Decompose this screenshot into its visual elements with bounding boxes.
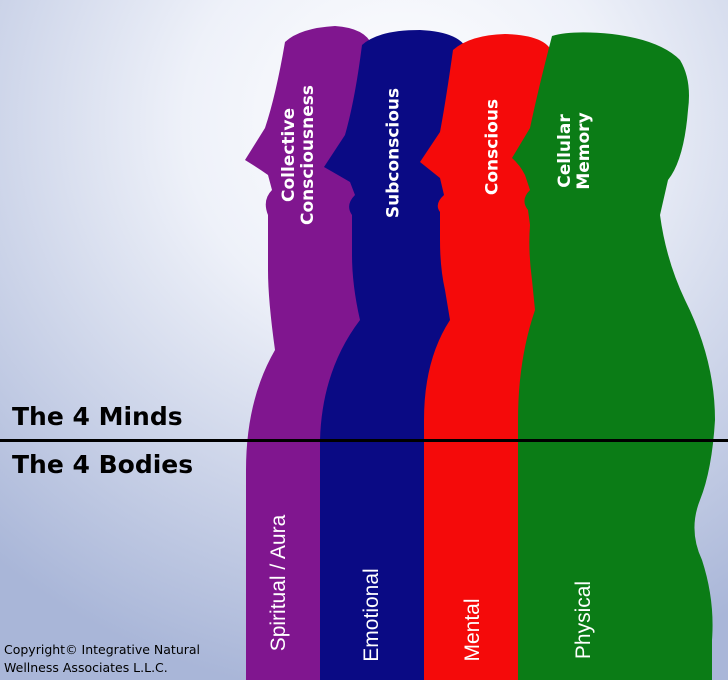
mind-label-subconscious: Subconscious [383, 87, 404, 219]
green-silhouette [512, 32, 715, 680]
mind-label-line: Conscious [482, 98, 503, 196]
mind-label-line: Subconscious [383, 87, 404, 219]
copyright-line: Wellness Associates L.L.C. [4, 660, 168, 675]
minds-bodies-divider [0, 439, 728, 442]
body-label-physical: Physical [572, 580, 595, 660]
mind-label-conscious: Conscious [482, 98, 503, 196]
mind-label-line: Consciousness [298, 84, 318, 226]
mind-label-collective-consciousness: Collective Consciousness [279, 84, 318, 226]
minds-heading: The 4 Minds [12, 402, 183, 431]
bodies-heading: The 4 Bodies [12, 450, 194, 479]
mind-label-cellular-memory: Cellular Memory [555, 112, 594, 190]
copyright-line: Copyright© Integrative Natural [4, 642, 201, 657]
body-label-mental: Mental [461, 598, 484, 662]
mind-label-line: Cellular [555, 114, 575, 188]
mind-label-line: Memory [574, 112, 594, 190]
mind-label-line: Collective [279, 108, 299, 202]
body-label-spiritual-aura: Spiritual / Aura [267, 514, 290, 652]
copyright-notice: Copyright© Integrative Natural Wellness … [4, 641, 200, 677]
body-label-emotional: Emotional [360, 568, 383, 662]
